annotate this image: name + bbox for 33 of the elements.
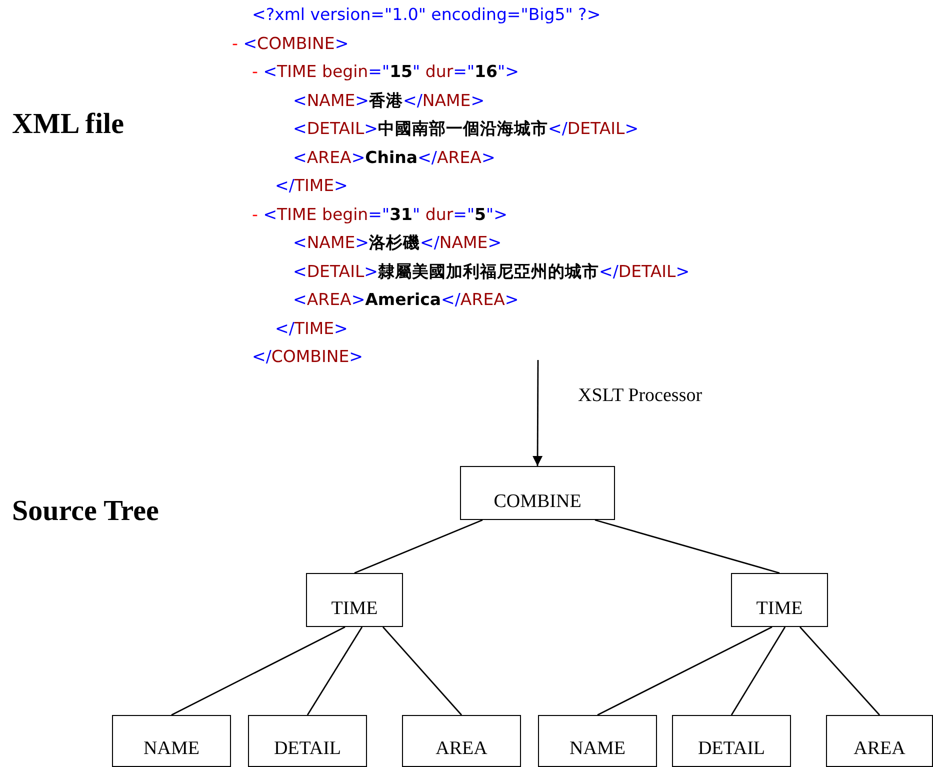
connector-line (730, 626, 786, 716)
code-line: - <TIME begin="31" dur="5"> (252, 204, 508, 226)
tree-node-box: AREA (402, 715, 521, 767)
code-line: <NAME>香港</NAME> (293, 90, 485, 112)
code-line: </COMBINE> (252, 346, 363, 368)
code-line: <?xml version="1.0" encoding="Big5" ?> (252, 4, 601, 26)
connector-line (354, 519, 483, 574)
section-heading: Source Tree (12, 495, 159, 528)
code-line: </TIME> (275, 175, 348, 197)
connector-line (171, 626, 346, 716)
connector-line (594, 519, 780, 574)
connector-line (799, 626, 880, 716)
code-line: <NAME>洛杉磯</NAME> (293, 232, 502, 254)
tree-node-box: NAME (538, 715, 657, 767)
code-line: <DETAIL>中國南部一個沿海城市</DETAIL> (293, 118, 639, 140)
code-line: <AREA>America</AREA> (293, 289, 519, 311)
section-heading: XML file (12, 108, 124, 141)
tree-node-box: DETAIL (672, 715, 791, 767)
arrow (532, 360, 543, 466)
code-line: - <COMBINE> (232, 32, 349, 54)
code-line: <AREA>China</AREA> (293, 146, 496, 168)
connector-line (597, 626, 772, 716)
connector-line (306, 626, 363, 716)
tree-node-box: NAME (112, 715, 231, 767)
code-line: <DETAIL>隸屬美國加利福尼亞州的城市</DETAIL> (293, 260, 690, 282)
tree-node-box: COMBINE (460, 466, 615, 520)
tree-node-box: DETAIL (248, 715, 367, 767)
connector-line (382, 626, 462, 716)
code-line: </TIME> (275, 318, 348, 340)
tree-node-box: AREA (826, 715, 933, 767)
code-line: - <TIME begin="15" dur="16"> (252, 61, 519, 83)
tree-node-box: TIME (306, 573, 403, 627)
tree-node-box: TIME (731, 573, 828, 627)
